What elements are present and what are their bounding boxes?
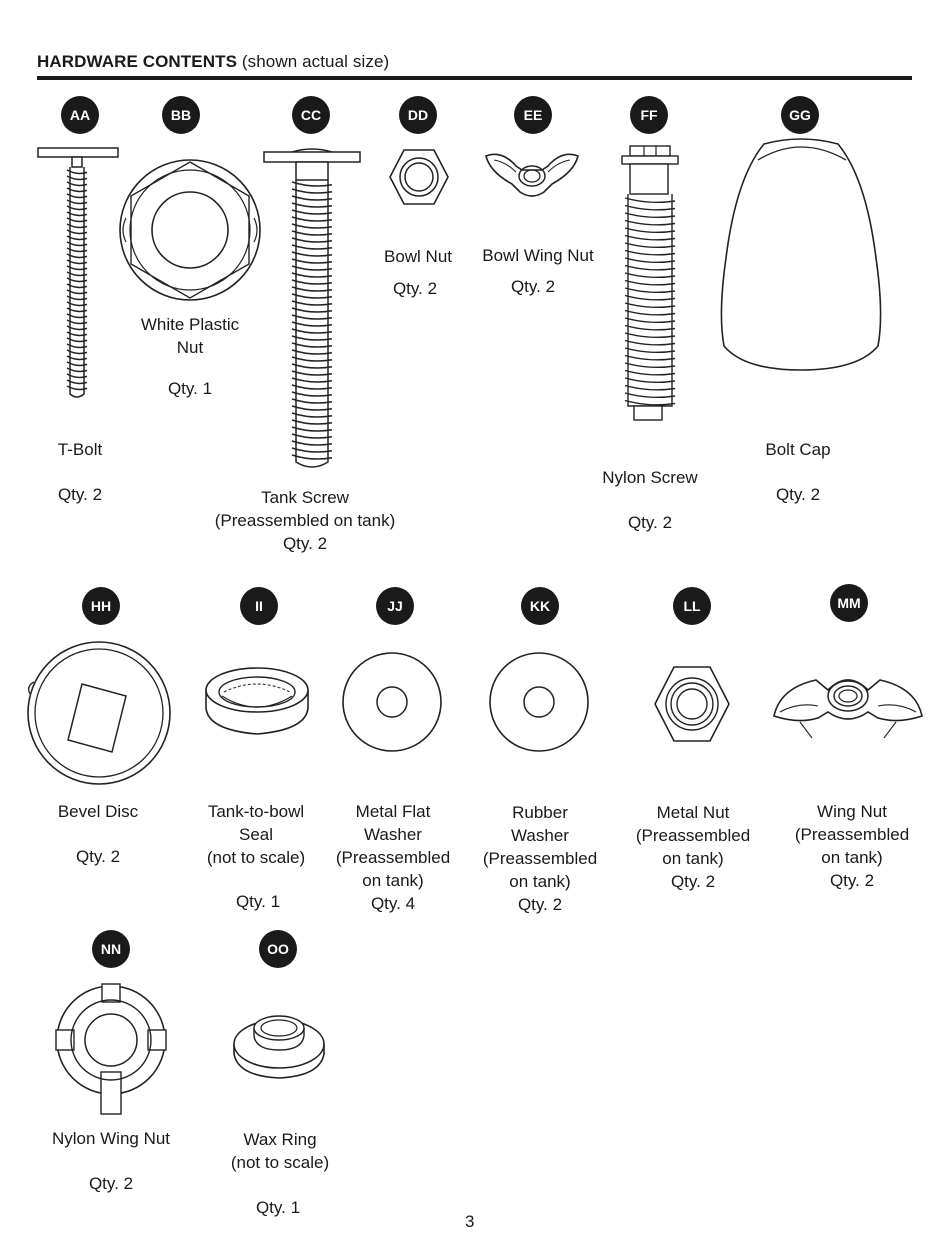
badge-ff: FF [630,96,668,134]
bowl-wing-nut-qty: Qty. 2 [510,277,556,296]
t-bolt-name: T-Bolt [57,440,103,459]
bevel-disc-name: Bevel Disc [57,802,139,821]
badge-oo: OO [259,930,297,968]
white-plastic-nut-label: White Plastic Nut [115,313,265,359]
white-plastic-nut-name-line2: Nut [176,338,204,357]
badge-ee: EE [514,96,552,134]
metal-nut-qty: Qty. 2 [670,872,716,891]
wax-ring-qty: Qty. 1 [255,1198,301,1217]
badge-ll: LL [673,587,711,625]
metal-flat-washer-qty: Qty. 4 [370,894,416,913]
badge-nn: NN [92,930,130,968]
badge-gg: GG [781,96,819,134]
wing-nut-name: Wing Nut [817,802,887,821]
nylon-wing-nut-name: Nylon Wing Nut [51,1129,171,1148]
wing-nut-note-line2: on tank) [821,848,883,867]
rubber-washer-label: Rubber Washer (Preassembled on tank) Qty… [475,801,605,916]
tank-screw-qty: Qty. 2 [282,534,328,553]
section-title-text: HARDWARE CONTENTS [37,52,238,71]
rubber-washer-note-line1: (Preassembled [482,849,598,868]
wax-ring-name: Wax Ring [243,1130,317,1149]
white-plastic-nut-icon [119,159,261,301]
bowl-nut-icon [389,149,449,205]
bolt-cap-qty: Qty. 2 [775,485,821,504]
tank-to-bowl-seal-label: Tank-to-bowl Seal (not to scale) [186,800,326,869]
wing-nut-icon [773,679,923,739]
metal-nut-label: Metal Nut (Preassembled on tank) Qty. 2 [628,801,758,893]
tank-to-bowl-seal-note: (not to scale) [206,848,306,867]
bevel-disc-qty: Qty. 2 [75,847,121,866]
section-title: HARDWARE CONTENTS (shown actual size) [37,52,389,72]
nylon-screw-name: Nylon Screw [602,468,698,487]
section-title-note: (shown actual size) [241,52,390,71]
bolt-cap-name: Bolt Cap [765,440,831,459]
tank-screw-label: Tank Screw (Preassembled on tank) Qty. 2 [190,486,420,555]
tank-to-bowl-seal-icon [205,667,309,735]
bowl-wing-nut-icon [485,153,579,197]
badge-aa: AA [61,96,99,134]
metal-nut-icon [654,666,730,742]
tank-to-bowl-seal-qty: Qty. 1 [235,892,281,911]
nylon-screw-qty: Qty. 2 [627,513,673,532]
rubber-washer-name-line2: Washer [511,826,569,845]
badge-hh: HH [82,587,120,625]
metal-nut-note-line2: on tank) [662,849,724,868]
header-rule [37,76,912,80]
tank-to-bowl-seal-name-line2: Seal [238,825,274,844]
metal-nut-note-line1: (Preassembled [635,826,751,845]
t-bolt-qty: Qty. 2 [57,485,103,504]
bowl-wing-nut-name: Bowl Wing Nut [482,246,594,265]
metal-nut-name: Metal Nut [656,803,730,822]
page-number: 3 [465,1212,475,1231]
badge-jj: JJ [376,587,414,625]
tank-screw-note: (Preassembled on tank) [214,511,396,530]
white-plastic-nut-name-line1: White Plastic [140,315,240,334]
badge-ii: II [240,587,278,625]
wax-ring-label: Wax Ring (not to scale) [205,1128,355,1174]
wing-nut-qty: Qty. 2 [829,871,875,890]
wax-ring-note: (not to scale) [230,1153,330,1172]
bevel-disc-icon [27,641,171,785]
badge-mm: MM [830,584,868,622]
badge-kk: KK [521,587,559,625]
metal-flat-washer-label: Metal Flat Washer (Preassembled on tank)… [328,800,458,915]
nylon-wing-nut-qty: Qty. 2 [88,1174,134,1193]
metal-flat-washer-name-line1: Metal Flat [355,802,431,821]
bowl-nut-name: Bowl Nut [383,247,453,266]
tank-to-bowl-seal-name-line1: Tank-to-bowl [207,802,305,821]
tank-screw-icon [263,148,361,468]
rubber-washer-note-line2: on tank) [509,872,571,891]
nylon-wing-nut-icon [55,983,167,1115]
wing-nut-note-line1: (Preassembled [794,825,910,844]
bowl-nut-qty: Qty. 2 [392,279,438,298]
metal-flat-washer-icon [342,652,442,752]
nylon-screw-icon [621,145,679,421]
metal-flat-washer-note-line1: (Preassembled [335,848,451,867]
white-plastic-nut-qty: Qty. 1 [167,379,213,398]
badge-dd: DD [399,96,437,134]
badge-cc: CC [292,96,330,134]
rubber-washer-name-line1: Rubber [512,803,568,822]
badge-bb: BB [162,96,200,134]
bolt-cap-icon [720,138,882,371]
wing-nut-label: Wing Nut (Preassembled on tank) Qty. 2 [784,800,920,892]
tank-screw-name: Tank Screw [261,488,349,507]
t-bolt-icon [37,147,119,398]
rubber-washer-qty: Qty. 2 [517,895,563,914]
metal-flat-washer-name-line2: Washer [364,825,422,844]
rubber-washer-icon [489,652,589,752]
metal-flat-washer-note-line2: on tank) [362,871,424,890]
wax-ring-icon [233,1015,325,1079]
